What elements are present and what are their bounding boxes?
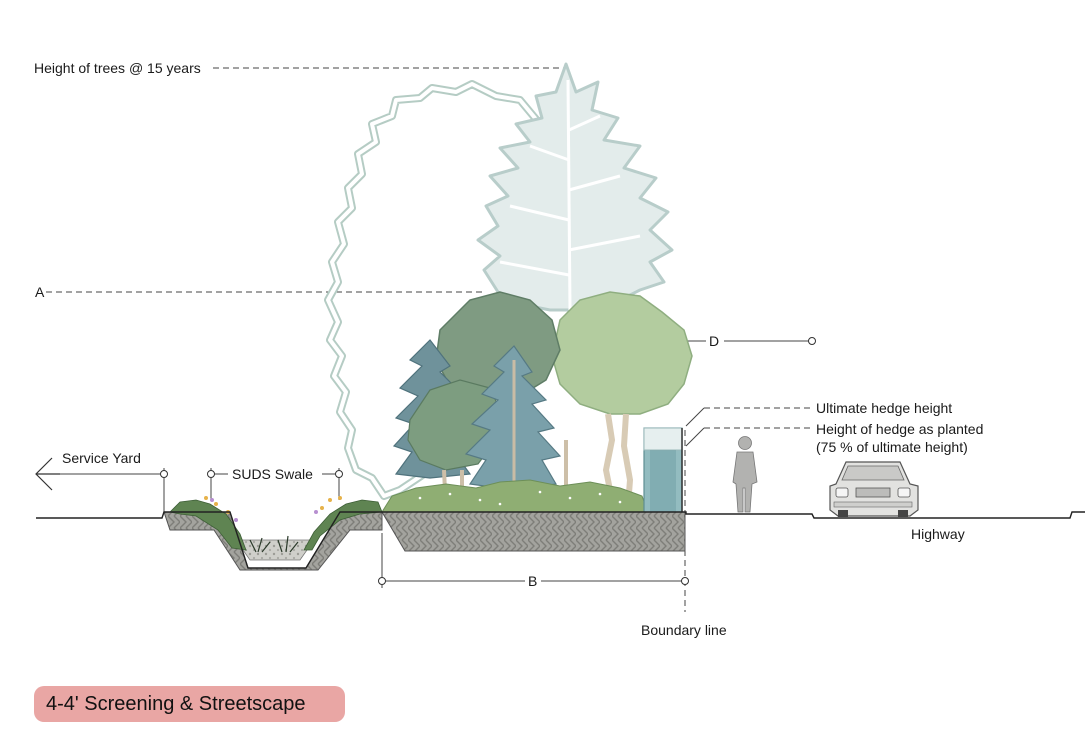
section-title: 4-4' Screening & Streetscape bbox=[46, 692, 306, 715]
dimension-b-label: B bbox=[528, 573, 538, 589]
light-green-tree bbox=[551, 291, 693, 507]
dimension-a-label: A bbox=[35, 284, 45, 300]
ultimate-hedge-height-label: Ultimate hedge height bbox=[816, 400, 953, 416]
tree-height-label: Height of trees @ 15 years bbox=[34, 60, 201, 76]
ground-line bbox=[36, 511, 1085, 569]
hedge bbox=[643, 427, 683, 515]
highway-label: Highway bbox=[911, 526, 965, 542]
left-arrow-icon bbox=[35, 457, 60, 491]
ultimate-hedge-leader bbox=[685, 407, 705, 427]
hedge-planted-leader bbox=[685, 427, 705, 447]
pale-tall-tree bbox=[476, 62, 674, 312]
hedge-planted-label: Height of hedge as planted bbox=[816, 421, 984, 437]
section-title-badge: 4-4' Screening & Streetscape bbox=[34, 686, 345, 722]
hedge-planted-note: (75 % of ultimate height) bbox=[816, 439, 968, 455]
car-icon bbox=[829, 461, 919, 517]
dimension-d-label: D bbox=[709, 333, 720, 349]
boundary-line-label: Boundary line bbox=[641, 622, 727, 638]
shrub-layer bbox=[381, 479, 649, 513]
service-yard-label: Service Yard bbox=[62, 450, 141, 466]
suds-swale-label: SUDS Swale bbox=[232, 466, 313, 482]
person-icon bbox=[732, 436, 758, 513]
